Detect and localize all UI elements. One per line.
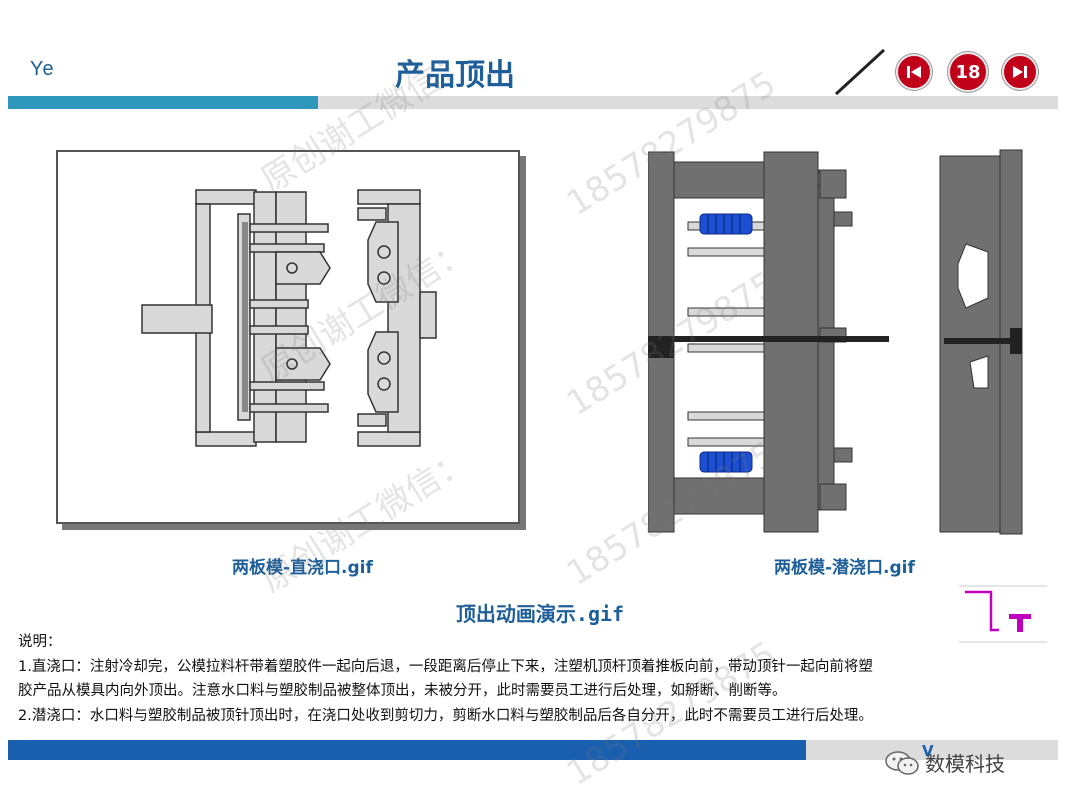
skip-forward-icon bbox=[1013, 66, 1027, 78]
explanation-item-1-line-2: 胶产品从模具内向外顶出。注意水口料与塑胶制品被整体顶出，未被分开，此时需要员工进… bbox=[18, 683, 787, 699]
direct-gate-caption[interactable]: 两板模-直浇口.gif bbox=[232, 558, 373, 578]
slide-title: 产品顶出 bbox=[395, 58, 515, 93]
brand-logo: Ye bbox=[30, 58, 55, 80]
direct-gate-mold-drawing bbox=[141, 189, 437, 447]
header-bar bbox=[318, 96, 1058, 109]
explanation-heading: 说明： bbox=[18, 634, 62, 650]
prev-slide-button[interactable] bbox=[896, 54, 932, 90]
ejection-animation-thumbnail[interactable] bbox=[955, 578, 1051, 646]
wechat-account-label: 数模科技 bbox=[885, 748, 1005, 777]
header-bar-accent bbox=[8, 96, 318, 109]
ejection-animation-caption[interactable]: 顶出动画演示.gif bbox=[455, 602, 625, 626]
submarine-gate-mold-drawing bbox=[648, 149, 1023, 535]
next-slide-button[interactable] bbox=[1002, 54, 1038, 90]
page-number-badge: 18 bbox=[948, 52, 988, 92]
explanation-item-2: 2.潜浇口：水口料与塑胶制品被顶针顶出时，在浇口处收到剪切力，剪断水口料与塑胶制… bbox=[18, 707, 873, 724]
submarine-gate-caption[interactable]: 两板模-潜浇口.gif bbox=[774, 558, 915, 578]
explanation-text: 说明： 1.直浇口：注射冷却完，公模拉料杆带着塑胶件一起向后退，一段距离后停止下… bbox=[18, 630, 1068, 728]
wechat-icon bbox=[885, 750, 919, 775]
footer-badge: V bbox=[922, 742, 934, 760]
footer-bar-accent bbox=[8, 740, 806, 760]
skip-back-icon bbox=[907, 66, 921, 78]
explanation-item-1-line-1: 1.直浇口：注射冷却完，公模拉料杆带着塑胶件一起向后退，一段距离后停止下来，注塑… bbox=[18, 658, 873, 675]
direct-gate-mold-figure bbox=[56, 150, 520, 524]
footer-bar bbox=[806, 740, 1058, 760]
header-divider-slash bbox=[834, 48, 886, 96]
wechat-account-name: 数模科技 bbox=[925, 752, 1005, 776]
